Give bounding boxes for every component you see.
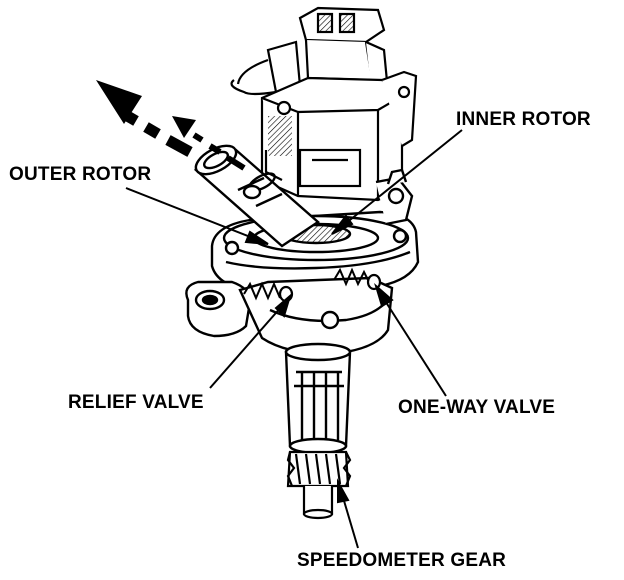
one-way-valve-label: ONE-WAY VALVE xyxy=(398,397,556,418)
relief-valve-label: RELIEF VALVE xyxy=(68,392,204,413)
shaft xyxy=(284,342,352,455)
speedometer-gear xyxy=(286,450,352,520)
leader-lines xyxy=(125,129,463,549)
outer-rotor-label: OUTER ROTOR xyxy=(9,164,152,185)
mounting-ear xyxy=(185,280,252,338)
one-way-valve-spring xyxy=(333,267,382,291)
inner-rotor-label: INNER ROTOR xyxy=(456,109,591,130)
oil-flow-arrow-small xyxy=(172,116,246,171)
valve-housing xyxy=(238,276,394,356)
speedometer-gear-label: SPEEDOMETER GEAR xyxy=(297,550,507,571)
oil-flow-arrow-large xyxy=(96,80,193,157)
sensor-housing xyxy=(260,70,418,202)
oil-pipe xyxy=(193,144,320,248)
